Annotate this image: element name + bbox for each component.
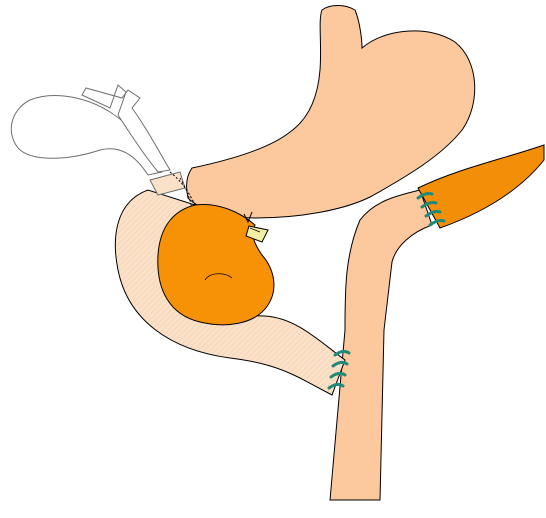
pancreatic-tail [418,145,544,228]
jejunal-limb [330,190,432,500]
biliary-tree [11,85,185,195]
common-bile-duct [150,172,185,195]
pancreatic-head [158,204,274,324]
